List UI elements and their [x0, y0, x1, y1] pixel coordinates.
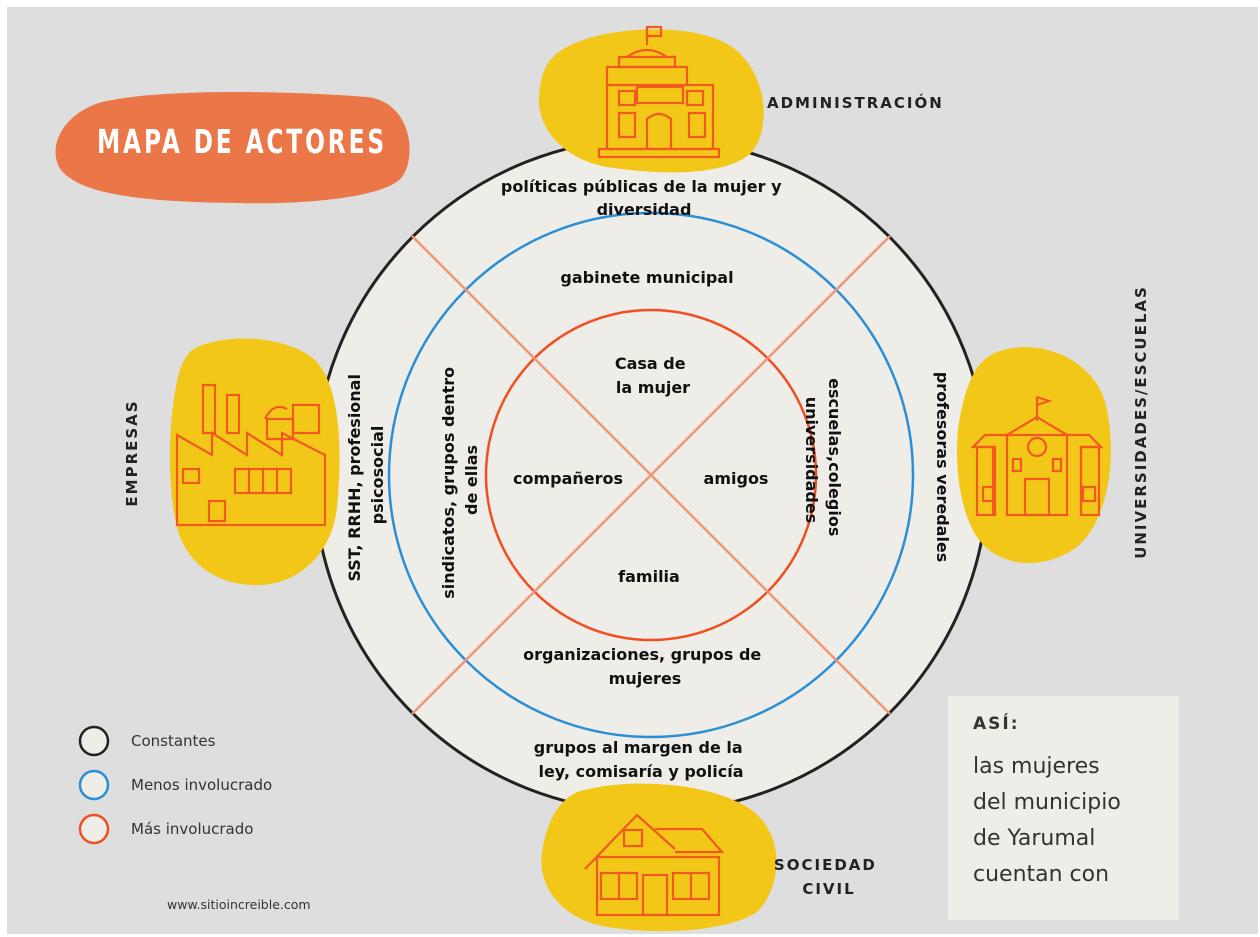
sector-label-sociedad-civil-line: CIVIL [802, 880, 855, 898]
middle-ring [387, 211, 915, 739]
middle-left-line: sindicatos, grupos dentro [439, 367, 458, 599]
middle-right-line: escuelas,colegios [825, 378, 844, 536]
outer-left-label: SST, RRHH, profesional psicosocial [345, 368, 387, 581]
legend-label: Constantes [131, 732, 216, 750]
inner-right-label: amigos [704, 469, 769, 488]
middle-right-label: escuelas,colegios universidades [802, 378, 844, 542]
middle-bottom-line: organizaciones, grupos de [523, 645, 761, 664]
outer-bottom-line: ley, comisaría y policía [538, 762, 743, 781]
poster-canvas: MAPA DE ACTORES [7, 7, 1258, 934]
inner-bottom-label: familia [618, 567, 680, 586]
legend-label: Más involucrado [131, 820, 253, 838]
sector-label-administracion: ADMINISTRACIÓN [767, 93, 944, 112]
factory-icon [175, 383, 327, 527]
outer-top-line: políticas públicas de la mujer y [501, 177, 782, 196]
outer-left-line: psicosocial [368, 426, 387, 525]
administracion-blob [538, 25, 764, 173]
middle-left-line: de ellas [462, 445, 481, 515]
sociedad-civil-blob [541, 783, 777, 932]
sector-label-empresas: EMPRESAS [123, 399, 141, 506]
inner-top-line: Casa de [615, 354, 686, 373]
outer-bottom-line: grupos al margen de la [534, 738, 743, 757]
outer-bottom-label: grupos al margen de la ley, comisaría y … [534, 738, 748, 781]
note-line: las mujeres [973, 754, 1100, 779]
outer-right-line: profesoras veredales [933, 372, 952, 563]
legend-swatch-menos-involucrado [78, 769, 110, 801]
outer-top-label: políticas públicas de la mujer y diversi… [501, 177, 787, 219]
website-url: www.sitioincreible.com [167, 897, 311, 912]
middle-left-label: sindicatos, grupos dentro de ellas [439, 361, 481, 599]
legend: Constantes Menos involucrado Más involuc… [78, 725, 272, 845]
note-line: de Yarumal [973, 826, 1096, 851]
inner-top-label: Casa de la mujer [615, 354, 691, 397]
inner-ring [484, 308, 818, 642]
middle-top-label: gabinete municipal [560, 268, 733, 287]
inner-top-line: la mujer [616, 378, 690, 397]
divider-line [411, 235, 891, 715]
legend-swatch-constantes [78, 725, 110, 757]
legend-swatch-mas-involucrado [78, 813, 110, 845]
actors-map-circle [312, 136, 990, 814]
sector-label-sociedad-civil-line: SOCIEDAD [774, 856, 877, 874]
empresas-blob [170, 338, 340, 586]
middle-right-line: universidades [802, 397, 821, 524]
outer-top-line: diversidad [597, 200, 692, 219]
note-line: del municipio [973, 790, 1121, 815]
legend-label: Menos involucrado [131, 776, 272, 794]
note-line: cuentan con [973, 862, 1110, 887]
outer-left-line: SST, RRHH, profesional [345, 374, 364, 582]
inner-left-label: compañeros [513, 469, 623, 488]
page-title: MAPA DE ACTORES [97, 122, 387, 161]
universidades-blob [957, 347, 1111, 564]
school-icon [970, 395, 1104, 517]
note-box: ASÍ: las mujeres del municipio de Yaruma… [948, 696, 1179, 920]
government-building-icon [597, 25, 721, 159]
middle-bottom-label: organizaciones, grupos de mujeres [523, 645, 767, 688]
sector-label-sociedad-civil: SOCIEDAD CIVIL [774, 856, 884, 898]
outer-right-label: profesoras veredales [933, 372, 952, 563]
middle-bottom-line: mujeres [609, 669, 682, 688]
title-banner: MAPA DE ACTORES [55, 92, 410, 204]
sector-label-universidades: UNIVERSIDADES/ESCUELAS [1132, 285, 1150, 559]
note-title: ASÍ: [973, 714, 1020, 734]
house-icon [584, 813, 725, 917]
